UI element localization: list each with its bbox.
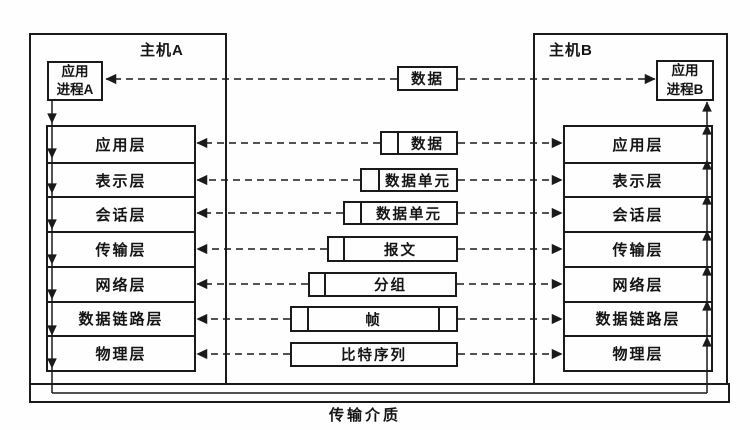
host-a-layer-stack: 应用层 表示层 会话层 传输层 网络层 数据链路层 物理层 [46, 125, 196, 372]
host-a-layer-application: 应用层 [95, 136, 147, 154]
host-b-layer-session: 会话层 [565, 196, 711, 231]
pdu-box-bit-sequence: 比特序列 [290, 342, 458, 367]
pdu-box-session-data-unit: 数据单元 [343, 201, 458, 225]
transmission-medium-label: 传输介质 [328, 407, 401, 424]
pdu-trailer-cell [438, 308, 456, 330]
host-a-layer-network: 网络层 [48, 265, 194, 301]
pdu-box-application-data: 数据 [380, 131, 458, 155]
pdu-label: 数据 [411, 136, 444, 153]
pdu-label: 数据单元 [376, 206, 442, 223]
pdu-box-frame: 帧 [290, 306, 458, 332]
host-b-layer-physical: 物理层 [565, 335, 711, 370]
host-b-application-process-box: 应用 进程B [656, 60, 714, 101]
host-a-application-process-box: 应用 进程A [47, 61, 103, 101]
pdu-header-cell [362, 170, 380, 190]
host-b-layer-transport: 传输层 [565, 231, 711, 266]
pdu-header-cell [292, 308, 309, 330]
pdu-box-user-data: 数据 [397, 66, 458, 91]
host-b-layer-stack: 应用层 表示层 会话层 传输层 网络层 数据链路层 物理层 [563, 125, 713, 372]
host-a-layer-physical: 物理层 [48, 335, 194, 370]
pdu-box-presentation-data-unit: 数据单元 [360, 168, 458, 192]
host-a-layer-transport: 传输层 [48, 231, 194, 266]
host-b-layer-network: 网络层 [565, 265, 711, 301]
host-a-title: 主机A [140, 42, 184, 59]
host-b-layer-data-link: 数据链路层 [565, 300, 711, 336]
pdu-label: 比特序列 [341, 348, 407, 364]
pdu-label: 数据 [411, 72, 444, 88]
host-b-title: 主机B [549, 42, 593, 59]
pdu-header-cell [345, 203, 362, 223]
pdu-label: 报文 [384, 242, 417, 259]
pdu-box-packet: 分组 [308, 272, 457, 297]
pdu-label: 数据单元 [385, 173, 451, 190]
pdu-header-cell [382, 133, 399, 153]
host-b-layer-presentation: 表示层 [565, 161, 711, 197]
host-a-layer-session: 会话层 [48, 196, 194, 231]
transmission-medium-band [29, 383, 730, 403]
host-b-layer-application: 应用层 [612, 136, 664, 154]
pdu-label: 分组 [374, 278, 407, 294]
pdu-header-cell [329, 238, 345, 260]
pdu-box-message: 报文 [327, 236, 458, 262]
pdu-label: 帧 [365, 312, 382, 329]
host-a-layer-presentation: 表示层 [48, 161, 194, 197]
host-a-layer-data-link: 数据链路层 [48, 300, 194, 336]
pdu-header-cell [310, 274, 326, 295]
